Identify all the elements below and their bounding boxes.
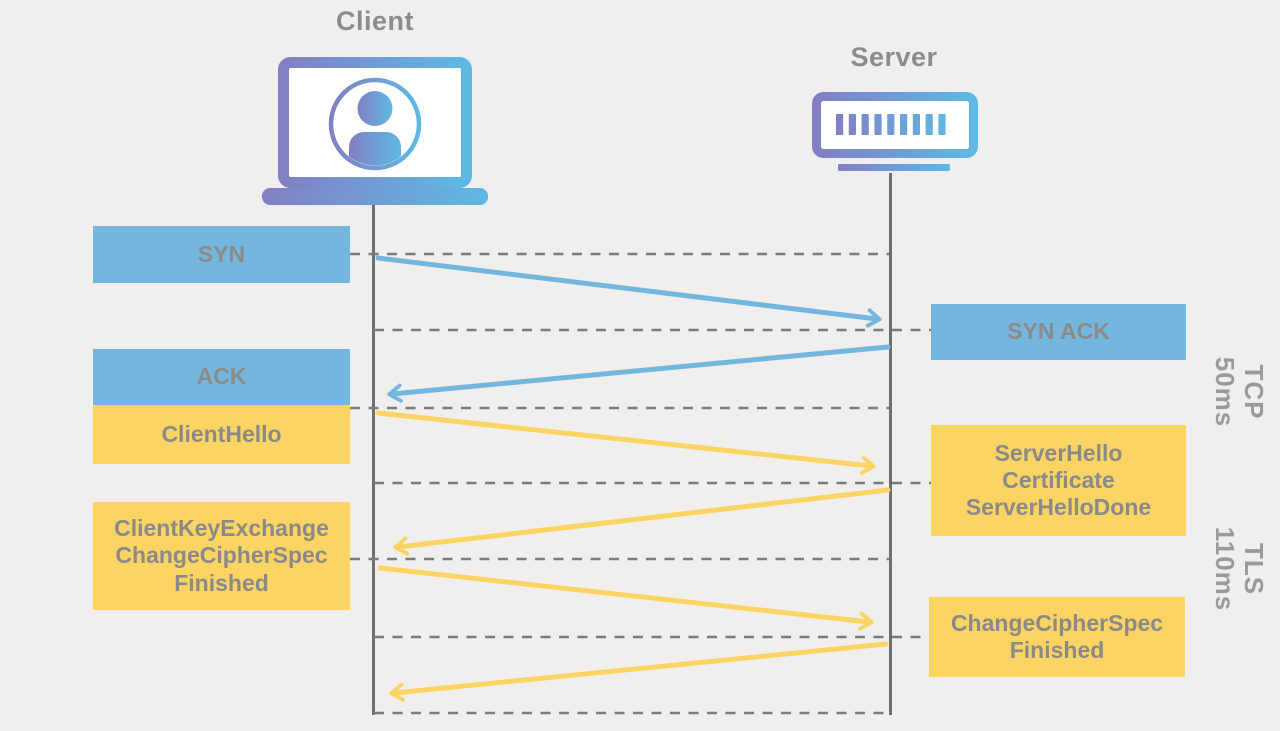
message-box-synack: SYN ACK (931, 304, 1186, 360)
client-laptop-icon (262, 57, 488, 205)
message-box-ack: ACK (93, 349, 350, 405)
server-rack-icon (812, 92, 978, 171)
server-title: Server (850, 42, 938, 72)
server-chassis (812, 92, 978, 158)
clienthello-arrow (375, 410, 876, 475)
message-box-serverhello: ServerHello Certificate ServerHelloDone (931, 425, 1186, 536)
phase-label-tls: TLS 110ms (1206, 504, 1269, 634)
serverhello-arrow (393, 487, 891, 556)
phase-label-tcp: TCP 50ms (1206, 332, 1269, 452)
server-base-bar (838, 164, 950, 171)
message-box-clientkeyexchange: ClientKeyExchange ChangeCipherSpec Finis… (93, 502, 350, 610)
synack-arrow (387, 344, 891, 403)
changecipherspec-arrow (389, 641, 889, 702)
message-box-syn: SYN (93, 226, 350, 283)
phase-tls-name: TLS (1239, 542, 1269, 596)
user-icon (349, 91, 401, 166)
message-box-clienthello: ClientHello (93, 405, 350, 464)
message-box-changecipherspec: ChangeCipherSpec Finished (929, 597, 1185, 677)
client-title: Client (335, 6, 414, 36)
clientkeyexchange-arrow (377, 565, 874, 631)
phase-tcp-duration: 50ms (1210, 356, 1241, 428)
laptop-base (262, 188, 488, 205)
server-slot-bars (836, 114, 946, 135)
syn-arrow (375, 255, 882, 328)
phase-tls-duration: 110ms (1210, 526, 1241, 612)
phase-tcp-name: TCP (1239, 364, 1269, 420)
